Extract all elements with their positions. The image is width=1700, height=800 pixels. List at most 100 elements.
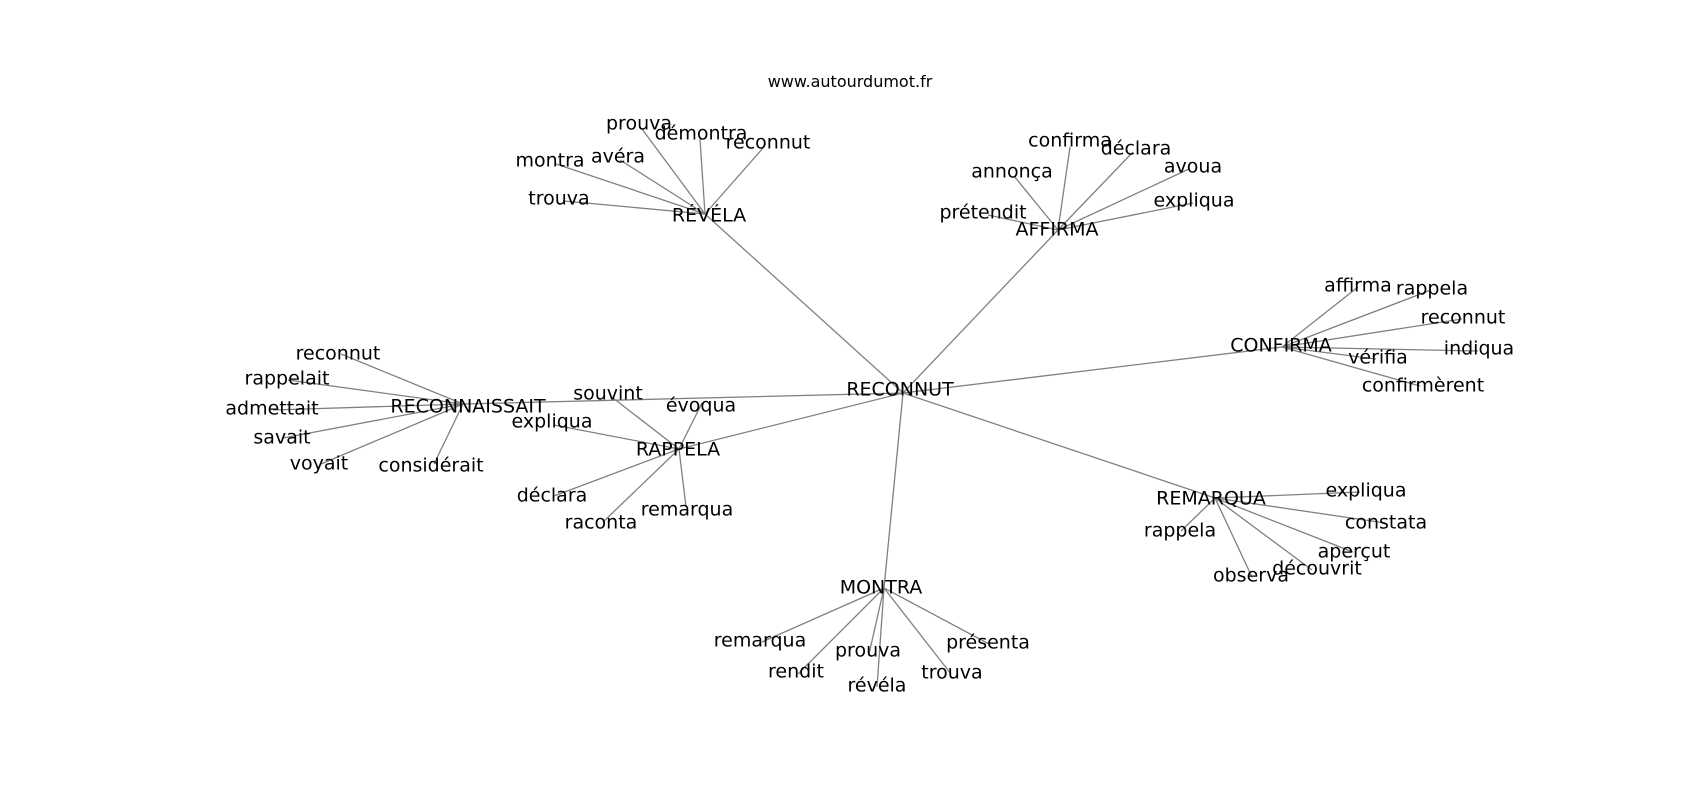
leaf-word-reconnaissait-3[interactable]: savait xyxy=(253,427,310,449)
edge-affirma-2 xyxy=(1057,168,1190,231)
edge-center-montra xyxy=(883,392,904,589)
edge-center-revela xyxy=(704,213,904,394)
leaf-word-revela-4[interactable]: montra xyxy=(515,150,584,172)
leaf-word-reconnaissait-5[interactable]: considérait xyxy=(378,455,483,477)
leaf-word-affirma-4[interactable]: expliqua xyxy=(1154,190,1235,212)
leaf-word-montra-3[interactable]: révéla xyxy=(848,675,907,697)
leaf-word-montra-4[interactable]: trouva xyxy=(921,662,982,684)
leaf-word-remarqua-5[interactable]: observa xyxy=(1213,565,1289,587)
edge-confirma-0 xyxy=(1281,286,1359,348)
leaf-word-remarqua-3[interactable]: aperçut xyxy=(1318,541,1391,563)
edge-rappela-1 xyxy=(678,402,703,450)
edge-remarqua-3 xyxy=(1214,497,1354,553)
leaf-word-rappela-0[interactable]: souvint xyxy=(573,383,643,405)
edge-center-affirma xyxy=(902,229,1059,394)
leaf-word-revela-0[interactable]: prouva xyxy=(606,113,672,135)
leaf-word-rappela-3[interactable]: déclara xyxy=(517,485,588,507)
edge-confirma-1 xyxy=(1281,289,1432,348)
leaf-word-montra-1[interactable]: rendit xyxy=(768,661,824,683)
center-word[interactable]: RECONNUT xyxy=(846,379,954,401)
edge-remarqua-4 xyxy=(1214,497,1313,571)
leaf-word-reconnaissait-1[interactable]: rappelait xyxy=(245,368,330,390)
edge-montra-3 xyxy=(876,587,885,688)
edge-montra-2 xyxy=(868,587,885,655)
leaf-word-confirma-3[interactable]: indiqua xyxy=(1444,338,1514,360)
edge-rappela-0 xyxy=(612,397,680,450)
leaf-word-affirma-0[interactable]: confirma xyxy=(1028,130,1112,152)
leaf-word-affirma-3[interactable]: annonça xyxy=(971,161,1052,183)
edge-rappela-3 xyxy=(553,448,680,497)
leaf-word-rappela-2[interactable]: expliqua xyxy=(512,411,593,433)
leaf-word-confirma-5[interactable]: confirmèrent xyxy=(1362,375,1484,397)
edge-revela-3 xyxy=(619,159,706,215)
leaf-word-montra-2[interactable]: prouva xyxy=(835,640,901,662)
hub-word-reconnaissait[interactable]: RECONNAISSAIT xyxy=(390,396,546,418)
edge-reconnaissait-0 xyxy=(340,353,464,405)
leaf-word-reconnaissait-2[interactable]: admettait xyxy=(225,398,318,420)
edge-affirma-5 xyxy=(987,214,1059,231)
edge-montra-4 xyxy=(883,587,952,675)
leaf-word-confirma-2[interactable]: reconnut xyxy=(1421,307,1506,329)
leaf-word-revela-3[interactable]: avéra xyxy=(591,146,645,168)
leaf-word-remarqua-0[interactable]: expliqua xyxy=(1326,480,1407,502)
hub-word-remarqua[interactable]: REMARQUA xyxy=(1156,488,1266,510)
edge-revela-2 xyxy=(704,147,764,215)
edge-revela-5 xyxy=(563,200,706,215)
hub-word-montra[interactable]: MONTRA xyxy=(840,577,923,599)
edge-montra-0 xyxy=(761,587,885,643)
edge-rappela-4 xyxy=(602,448,680,523)
edge-reconnaissait-5 xyxy=(433,403,464,465)
edge-confirma-3 xyxy=(1281,346,1479,352)
edge-reconnaissait-3 xyxy=(282,403,464,439)
leaf-word-rappela-5[interactable]: remarqua xyxy=(641,499,733,521)
site-url: www.autourdumot.fr xyxy=(767,72,933,91)
leaf-word-remarqua-4[interactable]: découvrit xyxy=(1272,558,1362,580)
edge-rappela-5 xyxy=(678,448,687,508)
hub-word-revela[interactable]: RÉVÉLA xyxy=(672,204,746,227)
hub-word-rappela[interactable]: RAPPELA xyxy=(636,439,720,461)
edge-remarqua-1 xyxy=(1214,497,1386,524)
edge-reconnaissait-1 xyxy=(287,379,464,405)
edge-confirma-4 xyxy=(1281,346,1377,360)
edge-revela-1 xyxy=(699,138,706,215)
leaf-word-confirma-4[interactable]: vérifia xyxy=(1348,347,1408,369)
leaf-word-remarqua-1[interactable]: constata xyxy=(1345,512,1427,534)
leaf-word-reconnaissait-4[interactable]: voyait xyxy=(290,453,348,475)
edge-montra-5 xyxy=(883,587,990,645)
hub-word-confirma[interactable]: CONFIRMA xyxy=(1230,335,1332,357)
edge-center-confirma xyxy=(902,346,1283,394)
edge-affirma-0 xyxy=(1057,146,1071,231)
edge-confirma-2 xyxy=(1281,318,1463,348)
edge-remarqua-2 xyxy=(1180,497,1216,532)
leaf-word-montra-0[interactable]: remarqua xyxy=(714,630,806,652)
leaf-word-rappela-1[interactable]: évoqua xyxy=(666,395,736,417)
edge-affirma-3 xyxy=(1013,175,1059,231)
leaf-word-affirma-1[interactable]: déclara xyxy=(1101,138,1172,160)
leaf-word-revela-1[interactable]: démontra xyxy=(655,123,748,145)
edge-affirma-1 xyxy=(1057,151,1134,231)
edge-remarqua-0 xyxy=(1214,491,1361,499)
edge-remarqua-5 xyxy=(1214,497,1253,578)
edge-center-remarqua xyxy=(902,392,1216,499)
leaf-word-revela-2[interactable]: reconnut xyxy=(726,132,811,154)
leaf-word-remarqua-2[interactable]: rappela xyxy=(1144,520,1216,542)
edge-confirma-5 xyxy=(1281,346,1421,387)
leaf-word-reconnaissait-0[interactable]: reconnut xyxy=(296,343,381,365)
edge-rappela-2 xyxy=(553,424,680,450)
leaf-word-montra-5[interactable]: présenta xyxy=(946,632,1030,654)
leaf-word-confirma-0[interactable]: affirma xyxy=(1324,275,1392,297)
edge-reconnaissait-4 xyxy=(320,403,464,465)
hub-word-affirma[interactable]: AFFIRMA xyxy=(1015,219,1098,241)
edge-montra-1 xyxy=(797,587,885,675)
leaf-word-rappela-4[interactable]: raconta xyxy=(565,512,638,534)
leaf-word-affirma-2[interactable]: avoua xyxy=(1164,156,1222,178)
edge-revela-0 xyxy=(641,128,706,215)
edge-center-rappela xyxy=(678,392,904,450)
edge-reconnaissait-2 xyxy=(272,403,464,411)
edge-affirma-4 xyxy=(1057,202,1194,231)
leaf-word-confirma-1[interactable]: rappela xyxy=(1396,278,1468,300)
leaf-word-revela-5[interactable]: trouva xyxy=(528,188,589,210)
leaf-word-affirma-5[interactable]: prétendit xyxy=(939,202,1026,224)
